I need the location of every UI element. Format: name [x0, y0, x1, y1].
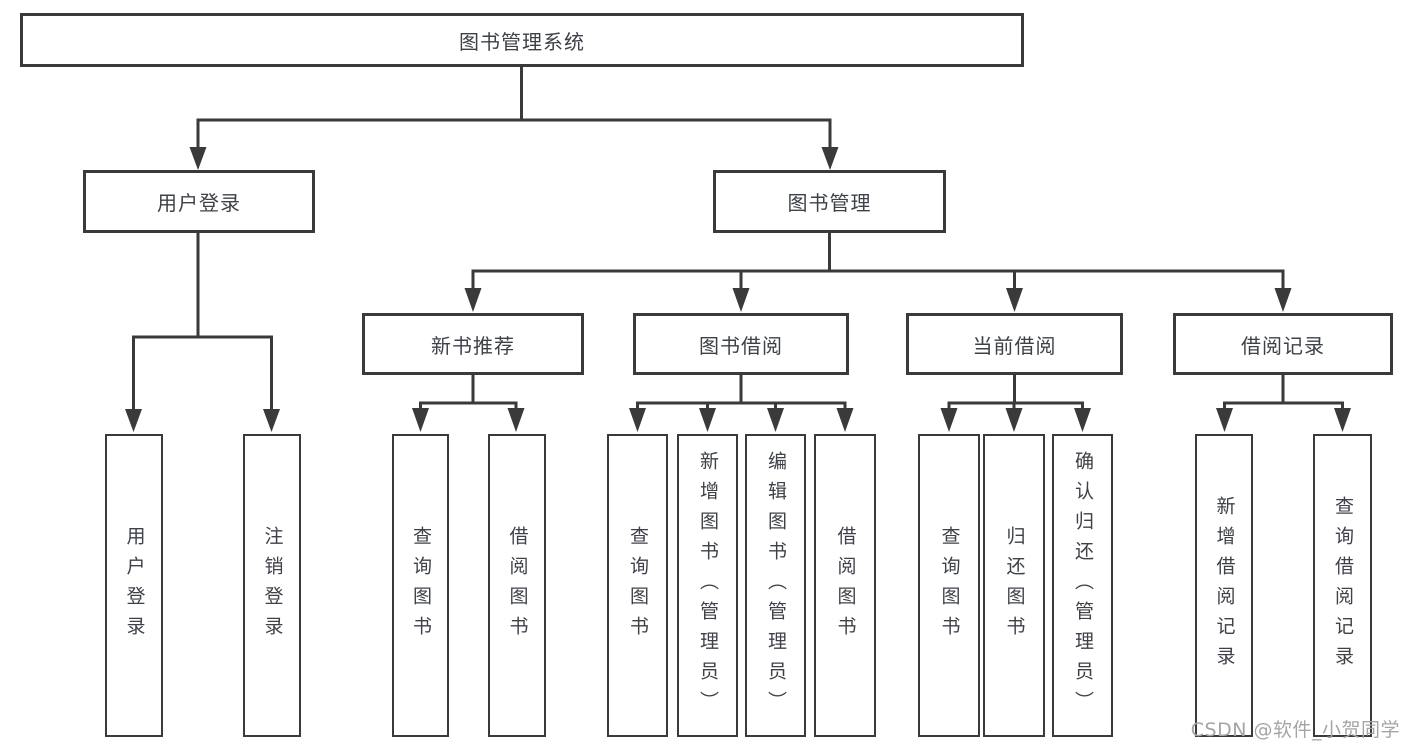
node-label: 图书管理: [787, 191, 872, 215]
node-leaf-edit-books-admin: 编辑图书（管理员）: [745, 434, 806, 737]
node-label: 查询图书: [627, 525, 649, 646]
node-label: 用户登录: [157, 191, 241, 215]
node-label: 查询图书: [938, 525, 961, 646]
connector-current-borrowing: [940, 375, 1091, 432]
node-leaf-query-books-current: 查询图书: [918, 434, 980, 737]
connector-book-management: [464, 233, 1292, 312]
node-leaf-logout: 注销登录: [243, 434, 301, 737]
node-book-borrowing: 图书借阅: [633, 313, 849, 375]
node-leaf-query-books-recommend: 查询图书: [392, 434, 449, 737]
connector-borrowing-records: [1216, 375, 1351, 432]
node-label: 借阅图书: [506, 525, 529, 646]
node-book-management: 图书管理: [713, 170, 946, 233]
node-label: 查询借阅记录: [1332, 495, 1354, 676]
node-label: 借阅图书: [834, 525, 857, 646]
node-borrowing-records: 借阅记录: [1173, 313, 1393, 375]
node-current-borrowing: 当前借阅: [906, 313, 1123, 375]
node-leaf-add-books-admin: 新增图书（管理员）: [677, 434, 738, 737]
node-label: 新增图书（管理员）: [697, 450, 719, 721]
node-leaf-query-books-borrow: 查询图书: [607, 434, 668, 737]
node-label: 查询图书: [410, 525, 432, 646]
node-label: 编辑图书（管理员）: [765, 450, 787, 721]
node-leaf-return-books: 归还图书: [983, 434, 1045, 737]
node-leaf-query-borrow-record: 查询借阅记录: [1313, 434, 1372, 737]
node-user-login: 用户登录: [83, 170, 315, 233]
connector-root: [189, 67, 839, 170]
node-label: 注销登录: [261, 525, 284, 646]
connector-new-book-recommend: [412, 375, 525, 432]
node-label: 借阅记录: [1241, 333, 1325, 358]
node-label: 确认归还（管理员）: [1072, 450, 1094, 721]
node-system-root: 图书管理系统: [20, 13, 1024, 67]
node-leaf-confirm-return-admin: 确认归还（管理员）: [1052, 434, 1113, 737]
connector-book-borrowing: [629, 375, 854, 432]
node-label: 新书推荐: [431, 333, 515, 358]
node-label: 图书管理系统: [459, 29, 585, 54]
node-leaf-borrow-books: 借阅图书: [814, 434, 876, 737]
node-leaf-borrow-books-recommend: 借阅图书: [488, 434, 546, 737]
node-new-book-recommend: 新书推荐: [362, 313, 584, 375]
node-label: 新增借阅记录: [1213, 495, 1236, 676]
node-label: 当前借阅: [972, 333, 1057, 358]
node-leaf-user-login: 用户登录: [105, 434, 163, 737]
node-label: 用户登录: [123, 525, 146, 646]
node-leaf-add-borrow-record: 新增借阅记录: [1195, 434, 1253, 737]
node-label: 归还图书: [1003, 525, 1026, 646]
connector-user-login: [125, 233, 280, 432]
csdn-watermark: CSDN @软件_小贺同学: [1190, 719, 1400, 741]
node-label: 图书借阅: [699, 333, 783, 358]
